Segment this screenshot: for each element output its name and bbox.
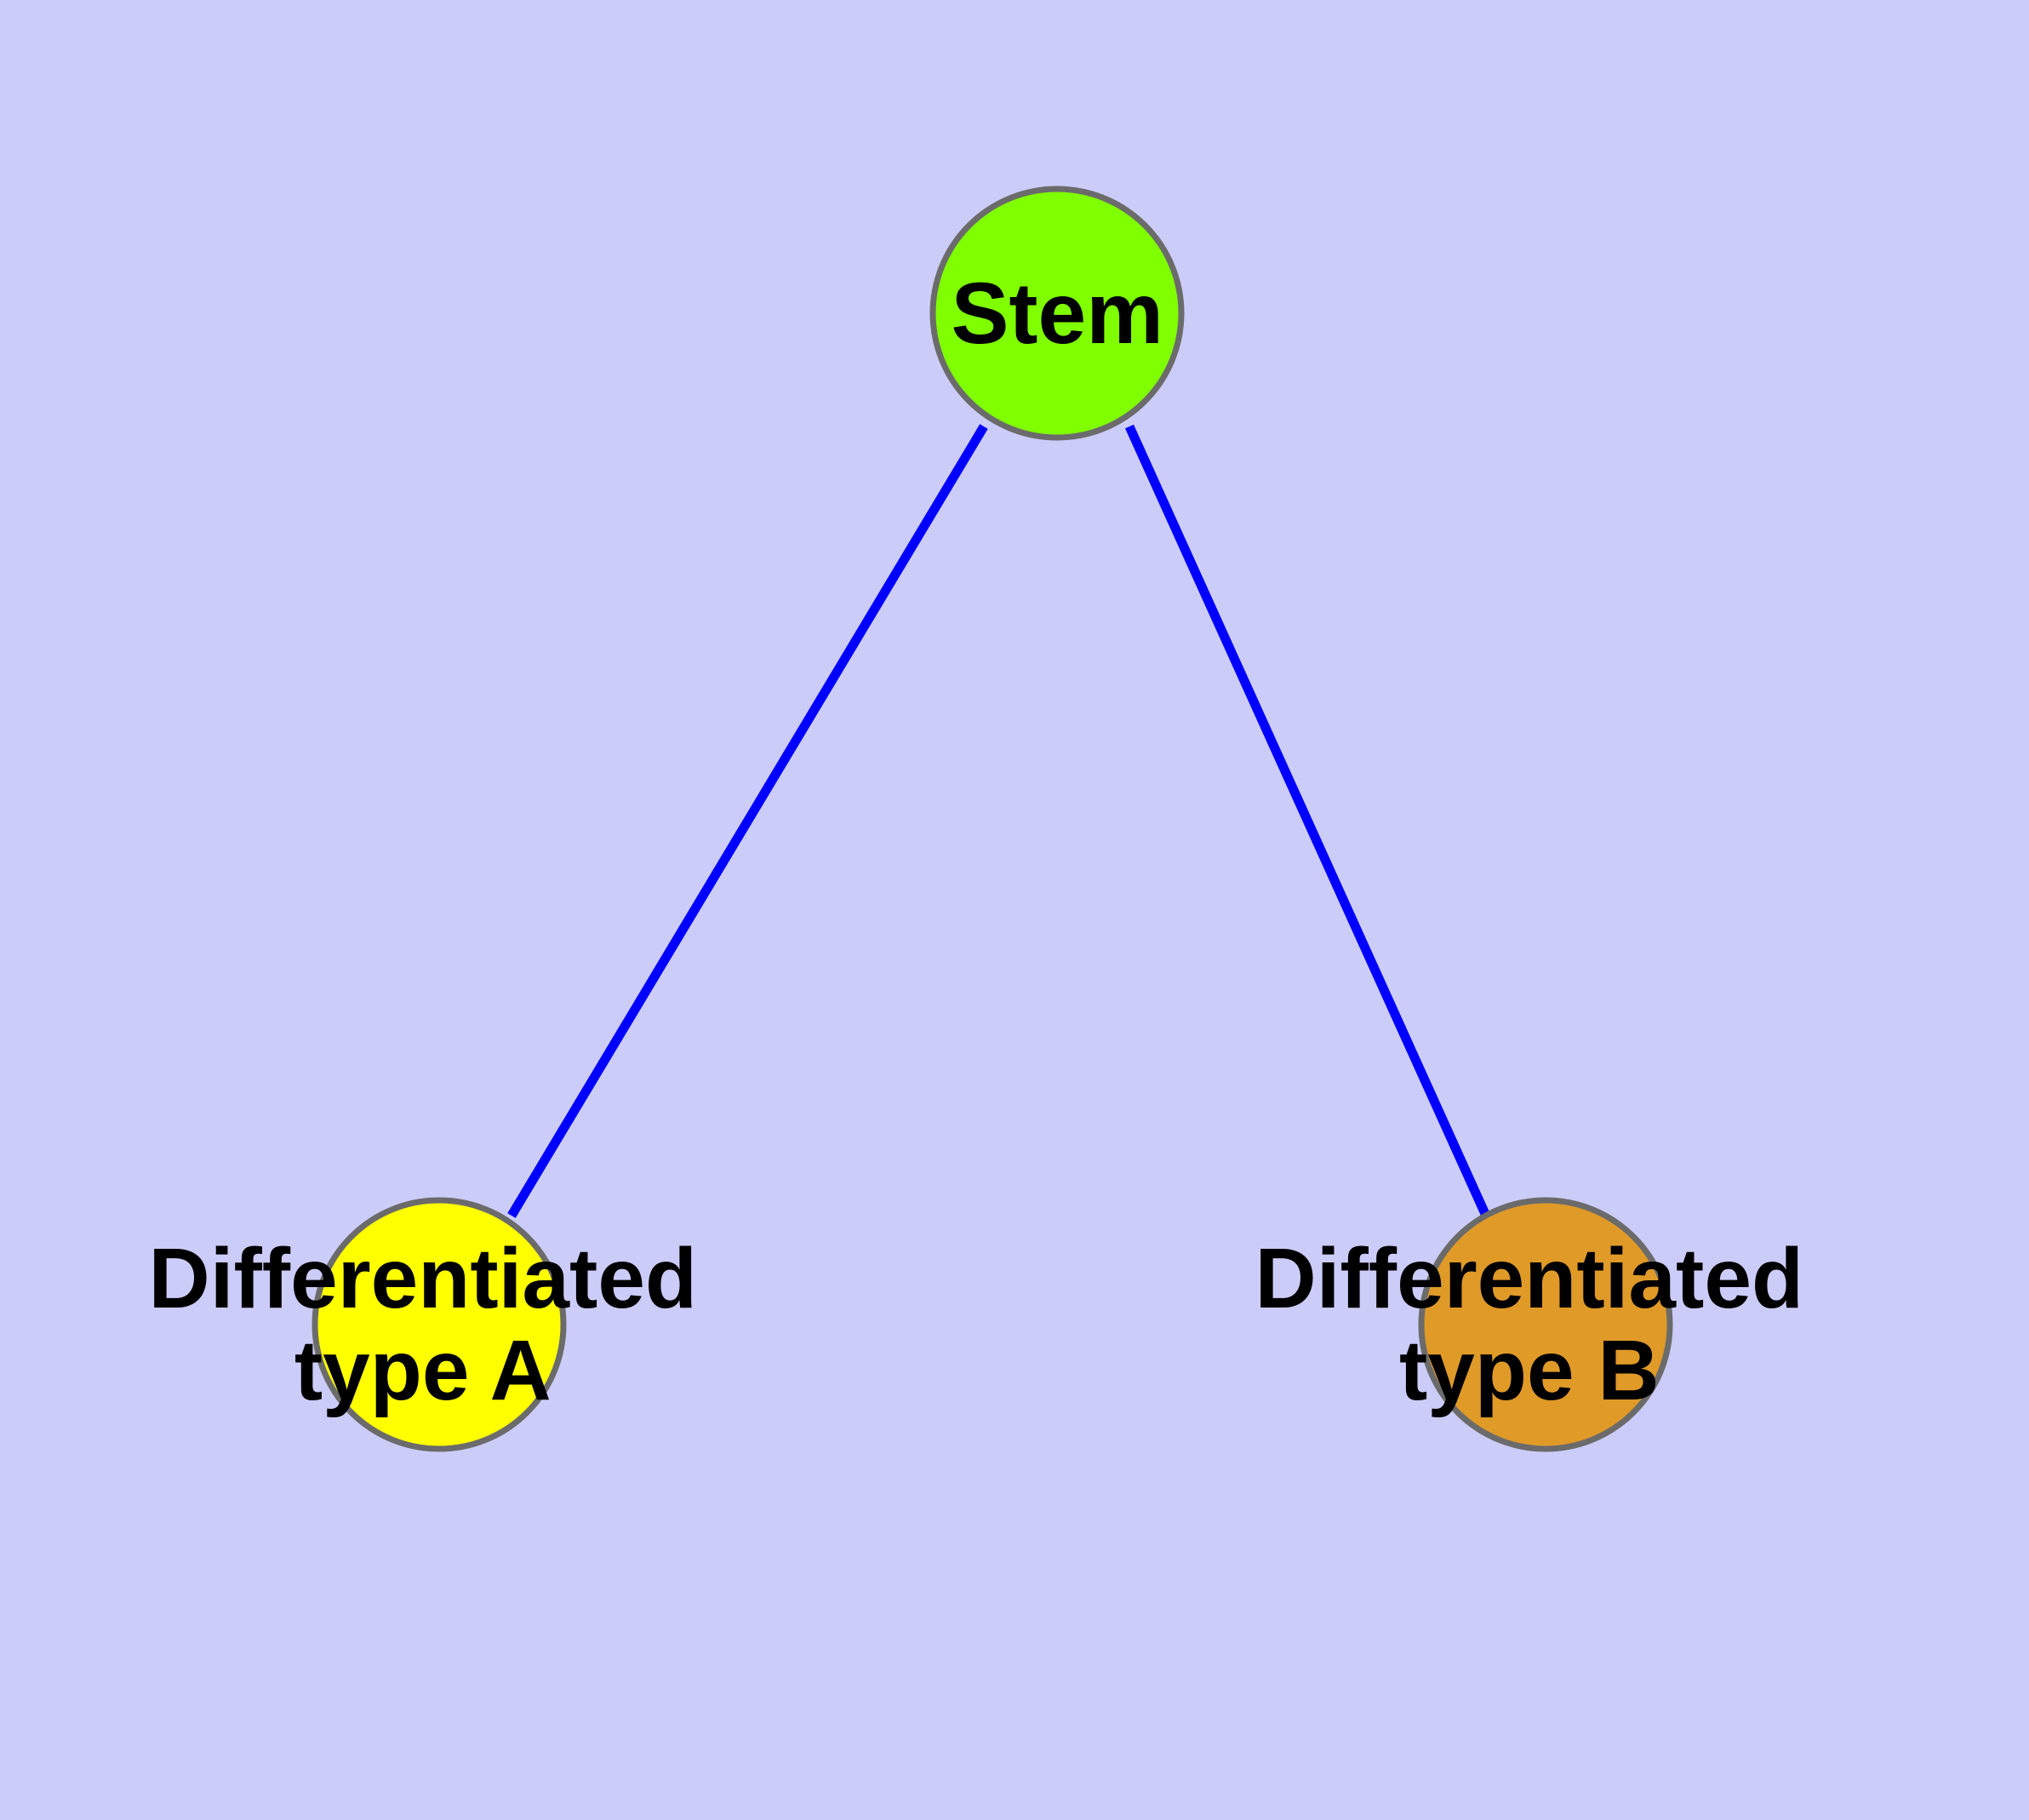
edges-layer — [507, 424, 1495, 1226]
graph-node-stem[interactable] — [929, 186, 1185, 441]
graph-edge-stem-to-diff-b — [1124, 424, 1495, 1226]
graph-edge-stem-to-diff-a — [507, 424, 988, 1218]
nodes-layer — [311, 186, 1673, 1452]
graph-node-diff_a[interactable] — [311, 1197, 567, 1452]
graph-node-diff_b[interactable] — [1418, 1197, 1673, 1452]
